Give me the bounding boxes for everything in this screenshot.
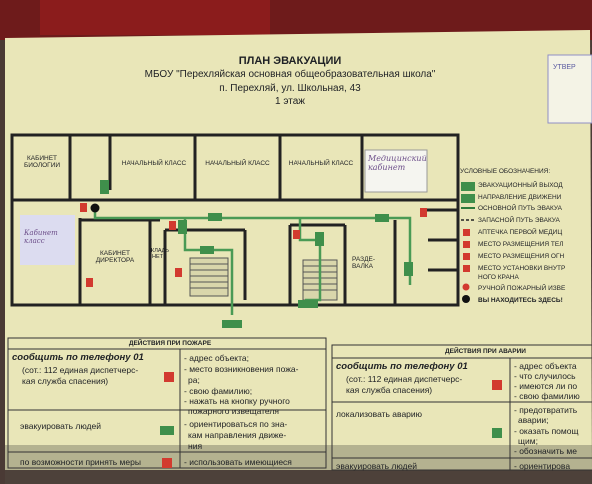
fire-row: - ориентироваться по зна- (184, 419, 288, 429)
fire-row: - адрес объекта; (184, 353, 249, 363)
accident-row: - оказать помощ (514, 426, 579, 436)
accident-step-1: сообщить по телефону 01 (336, 361, 468, 372)
fire-row: - место возникновения пожа- (184, 364, 299, 374)
legend-item: МЕСТО УСТАНОВКИ ВНУТР (478, 265, 566, 272)
accident-row: - имеются ли по (514, 381, 578, 391)
fire-step-1-note: (сот.: 112 единая диспетчерс- (22, 365, 139, 375)
legend-item: ЭВАКУАЦИОННЫЙ ВЫХОД (478, 182, 563, 189)
fire-step-2: эвакуировать людей (20, 421, 101, 431)
fire-row: - использовать имеющиеся (184, 457, 292, 467)
room-biology: КАБИНЕТ БИОЛОГИИ (23, 155, 61, 170)
floor: 1 этаж (275, 96, 305, 107)
legend-item: ОСНОВНОЙ ПУТЬ ЭВАКУА (478, 205, 562, 212)
fire-row: пожарного извещателя (188, 406, 279, 416)
accident-row: - что случилось (514, 371, 576, 381)
accident-step-3: эвакуировать людей (336, 461, 417, 471)
accident-row: аварии; (518, 415, 549, 425)
fire-row: ния (188, 441, 203, 451)
accident-row: - ориентирова (514, 461, 571, 471)
legend-item: МЕСТО РАЗМЕЩЕНИЯ ТЕЛ (478, 241, 564, 248)
fire-row: ра; (188, 375, 200, 385)
legend-title: УСЛОВНЫЕ ОБОЗНАЧЕНИЯ: (460, 168, 551, 175)
room-director: КАБИНЕТ ДИРЕКТОРА (95, 250, 135, 265)
room-primary-1: НАЧАЛЬНЫЙ КЛАСС (121, 160, 187, 167)
accident-row: - свою фамилию (514, 391, 580, 401)
fire-row: - нажать на кнопку ручного (184, 396, 290, 406)
fire-row: - свою фамилию; (184, 386, 253, 396)
fire-title: ДЕЙСТВИЯ ПРИ ПОЖАРЕ (128, 340, 212, 347)
room-primary-2: НАЧАЛЬНЫЙ КЛАСС (205, 160, 270, 167)
room-storage: КЛАДЬ НЕТ (151, 248, 169, 261)
room-medical-handwritten: Медицинский кабинет (368, 154, 427, 172)
accident-row: щим; (518, 436, 538, 446)
fire-step-1: сообщить по телефону 01 (12, 352, 144, 363)
legend-item: НАПРАВЛЕНИЕ ДВИЖЕНИ (478, 194, 562, 201)
room-cloakroom: РАЗДЕ-ВАЛКА (352, 256, 375, 271)
accident-row: - обозначить ме (514, 446, 577, 456)
legend-item: АПТЕЧКА ПЕРВОЙ МЕДИЦ (478, 229, 563, 236)
approval-stamp: УТВЕР (553, 64, 576, 71)
address: п. Перехляй, ул. Школьная, 43 (219, 83, 361, 94)
legend-item: МЕСТО РАЗМЕЩЕНИЯ ОГН (478, 253, 565, 260)
legend-item: ВЫ НАХОДИТЕСЬ ЗДЕСЬ! (478, 297, 563, 304)
fire-row: кам направления движе- (188, 430, 287, 440)
school-name: МБОУ "Перехляйская основная общеобразова… (144, 69, 436, 80)
fire-step-1-note: кая служба спасения) (22, 376, 109, 386)
plan-title: ПЛАН ЭВАКУАЦИИ (238, 55, 342, 67)
accident-step-1-note: (сот.: 112 единая диспетчерс- (346, 374, 463, 384)
legend-item: ЗАПАСНОЙ ПУТЬ ЭВАКУА (478, 217, 560, 224)
accident-row: - предотвратить (514, 405, 578, 415)
fire-step-3: по возможности принять меры (20, 457, 141, 467)
accident-step-2: локализовать аварию (336, 409, 423, 419)
accident-row: - адрес объекта (514, 361, 577, 371)
accident-step-1-note: кая служба спасения) (346, 385, 433, 395)
legend-item: НОГО КРАНА (478, 274, 519, 281)
room-handwritten-left: Кабинет класс (24, 229, 58, 245)
accident-title: ДЕЙСТВИЯ ПРИ АВАРИИ (445, 348, 526, 355)
room-primary-3: НАЧАЛЬНЫЙ КЛАСС (288, 160, 354, 167)
legend-item: РУЧНОЙ ПОЖАРНЫЙ ИЗВЕ (478, 285, 566, 292)
